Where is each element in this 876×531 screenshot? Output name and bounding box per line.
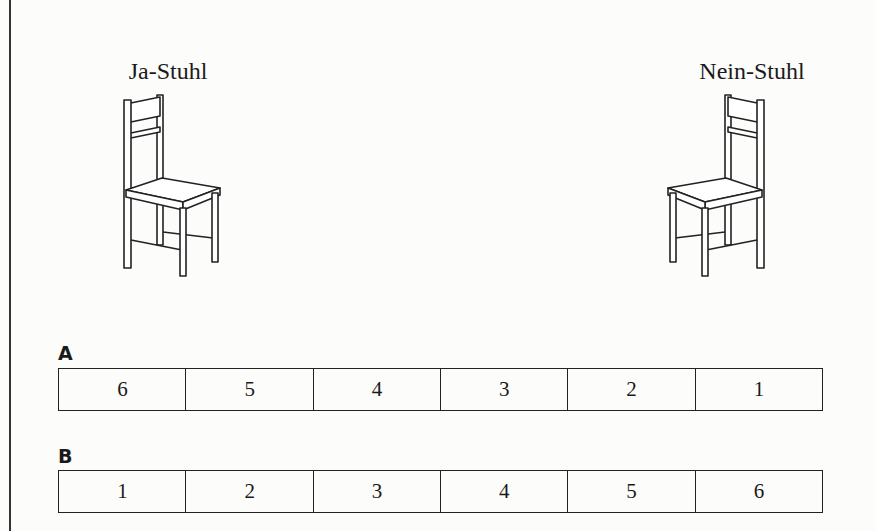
- chair-label: Ja-Stuhl: [108, 54, 228, 88]
- chair-drawing: [668, 95, 764, 276]
- table-cell: 1: [695, 368, 824, 411]
- table-cell: 5: [567, 470, 696, 513]
- table-cell: 4: [440, 470, 569, 513]
- table-cell: 6: [695, 470, 824, 513]
- table-cell: 4: [313, 368, 442, 411]
- row-letter: A: [58, 340, 88, 366]
- chair-drawing: [124, 95, 220, 276]
- table-cell: 6: [58, 368, 187, 411]
- page-edge: [9, 0, 11, 531]
- table-cell: 2: [185, 470, 314, 513]
- table-cell: 3: [440, 368, 569, 411]
- chair-label: Nein-Stuhl: [692, 54, 812, 88]
- table-cell: 5: [185, 368, 314, 411]
- table-cell: 1: [58, 470, 187, 513]
- row-letter: B: [58, 443, 88, 469]
- table-cell: 2: [567, 368, 696, 411]
- table-cell: 3: [313, 470, 442, 513]
